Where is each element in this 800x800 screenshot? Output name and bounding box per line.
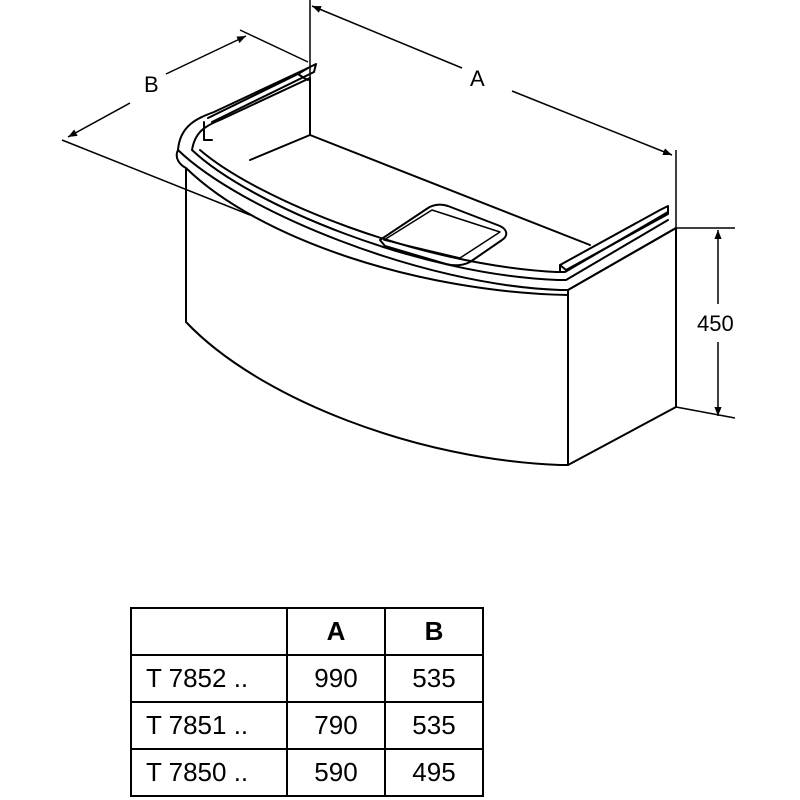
drain-cutout: [379, 203, 508, 267]
cabinet-front-panel: [175, 149, 569, 466]
cabinet-side-panel: [567, 227, 677, 466]
cabinet-top-rim: [177, 67, 677, 291]
dimension-b-line-lower: [67, 102, 131, 138]
width-value: 790: [286, 701, 386, 750]
dimension-a-line-left: [311, 5, 463, 69]
table-row: T 7852 .. 990 535: [130, 654, 484, 703]
dimension-a-line-right: [511, 90, 673, 156]
width-value: 590: [286, 748, 386, 797]
depth-value: 535: [384, 654, 484, 703]
table-header-cell: [130, 607, 288, 656]
width-value: 990: [286, 654, 386, 703]
dimension-a-label: A: [470, 66, 485, 91]
dimension-b-line-upper: [165, 35, 247, 75]
model-code: T 7850 ..: [130, 748, 288, 797]
table-header-cell: A: [286, 607, 386, 656]
table-header-row: A B: [130, 607, 484, 656]
table-header-cell: B: [384, 607, 484, 656]
model-code: T 7851 ..: [130, 701, 288, 750]
dimensions-table: A B T 7852 .. 990 535 T 7851 .. 790 535 …: [130, 607, 484, 797]
model-code: T 7852 ..: [130, 654, 288, 703]
table-row: T 7850 .. 590 495: [130, 748, 484, 797]
table-row: T 7851 .. 790 535: [130, 701, 484, 750]
dimension-height-label: 450: [697, 311, 734, 336]
depth-value: 535: [384, 701, 484, 750]
depth-value: 495: [384, 748, 484, 797]
vanity-unit-drawing: A B 450: [61, 0, 736, 466]
dimension-b-label: B: [144, 72, 159, 97]
